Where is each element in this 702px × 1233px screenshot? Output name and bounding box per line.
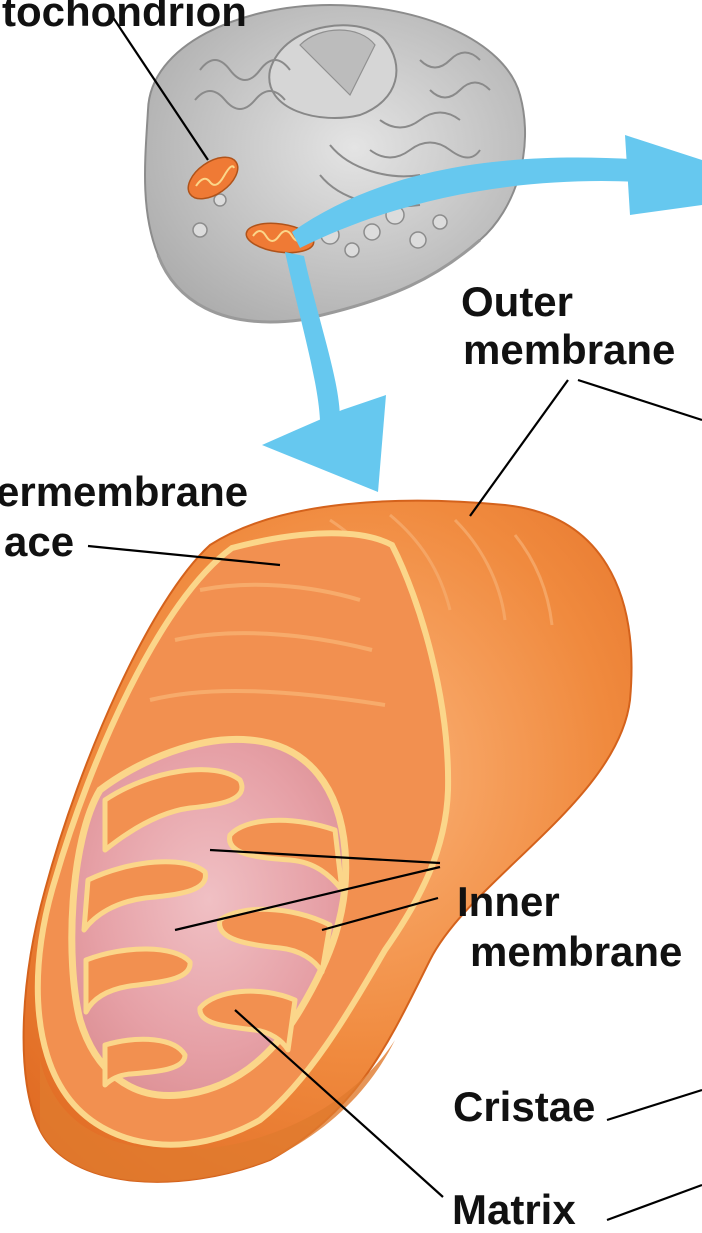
intermembrane-space-label-line2: ace bbox=[4, 520, 74, 564]
intermembrane-space-label-line1: ermembrane bbox=[0, 470, 248, 514]
cell-illustration bbox=[145, 5, 525, 322]
outer-membrane-label-line1: Outer bbox=[461, 280, 573, 324]
cristae-label: Cristae bbox=[453, 1085, 595, 1129]
inner-membrane-label-line2: membrane bbox=[470, 930, 682, 974]
matrix-label: Matrix bbox=[452, 1188, 576, 1232]
outer-membrane-label-line2: membrane bbox=[463, 328, 675, 372]
inner-membrane-label-line1: Inner bbox=[457, 880, 560, 924]
mitochondrion-label: tochondrion bbox=[2, 0, 247, 34]
